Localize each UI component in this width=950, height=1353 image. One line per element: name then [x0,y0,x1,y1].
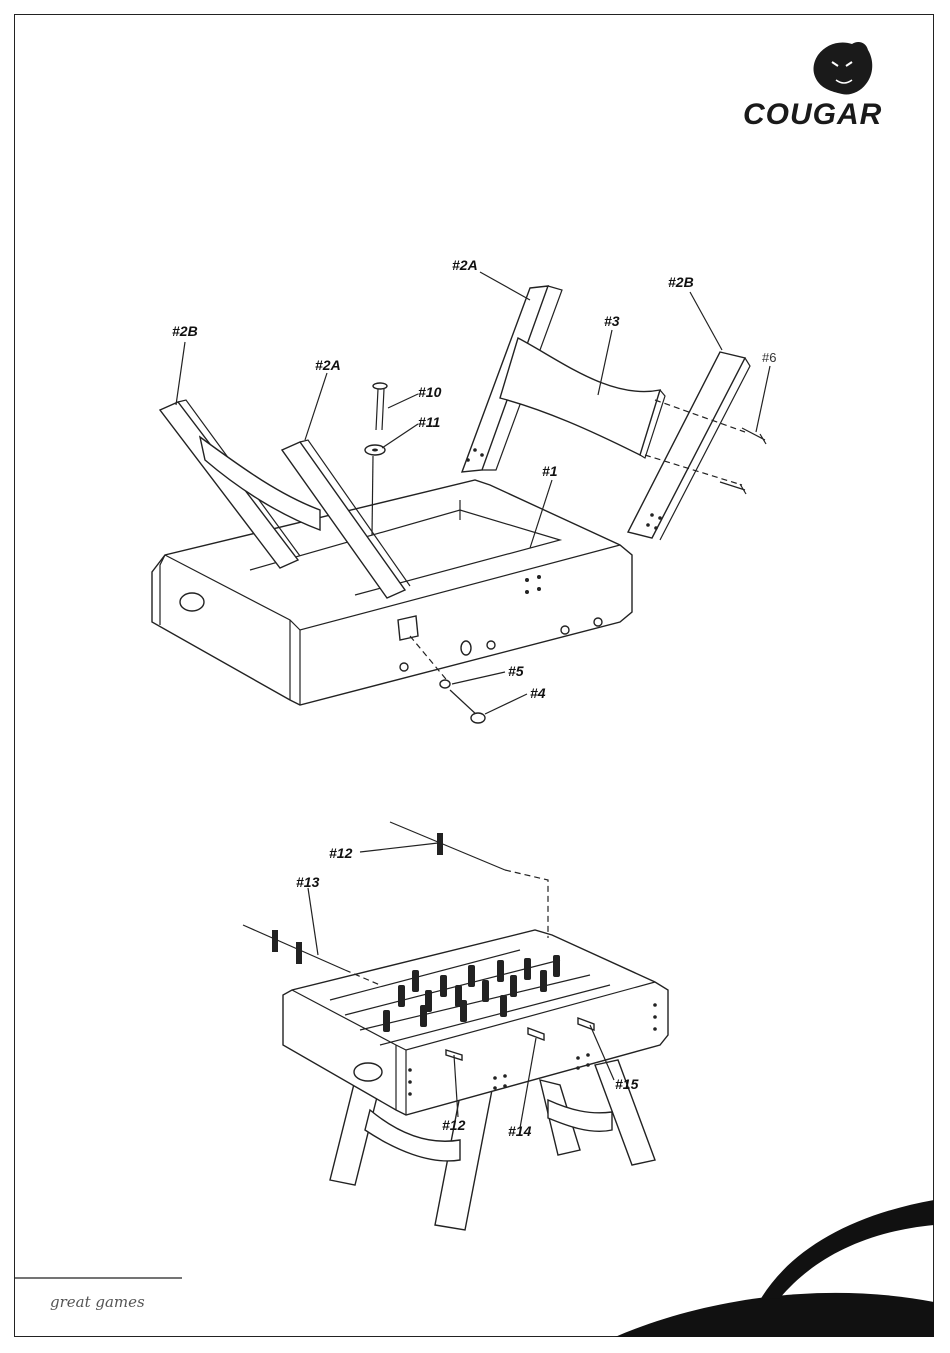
label-10: #10 [418,384,442,400]
label-6: #6 [762,350,776,365]
label-5: #5 [508,663,524,679]
cougar-head-icon [814,42,873,95]
label-1: #1 [542,463,558,479]
screw-6a [742,428,766,444]
label-3: #3 [604,313,620,329]
rod-13 [243,925,345,970]
label-13: #13 [296,874,320,890]
tagline: great games [50,1293,145,1311]
frame-assembly-diagram: #2B #2A #2A #2B #3 #6 #10 #11 #1 #5 #4 [152,257,776,723]
washer-5 [440,680,450,688]
label-12-top: #12 [329,845,353,861]
label-2b-left: #2B [172,323,198,339]
footer: great games [14,1200,934,1337]
label-2b-right: #2B [668,274,694,290]
rods-assembly-diagram: #12 #13 #12 #14 #15 [243,822,668,1230]
leg-2b-right [628,352,745,538]
brand-name: COUGAR [743,98,882,131]
label-2a-top: #2A [452,257,478,273]
label-12-bottom: #12 [442,1117,466,1133]
label-11: #11 [418,414,441,430]
bolt-4 [450,690,478,716]
label-15: #15 [615,1076,639,1092]
bolt-10 [376,389,384,430]
screw-6b [720,482,746,494]
label-4: #4 [530,685,546,701]
label-2a-left: #2A [315,357,341,373]
cougar-logo: COUGAR [743,42,882,131]
label-14: #14 [508,1123,532,1139]
panel-3 [500,338,660,455]
swoosh-decoration [615,1293,934,1337]
